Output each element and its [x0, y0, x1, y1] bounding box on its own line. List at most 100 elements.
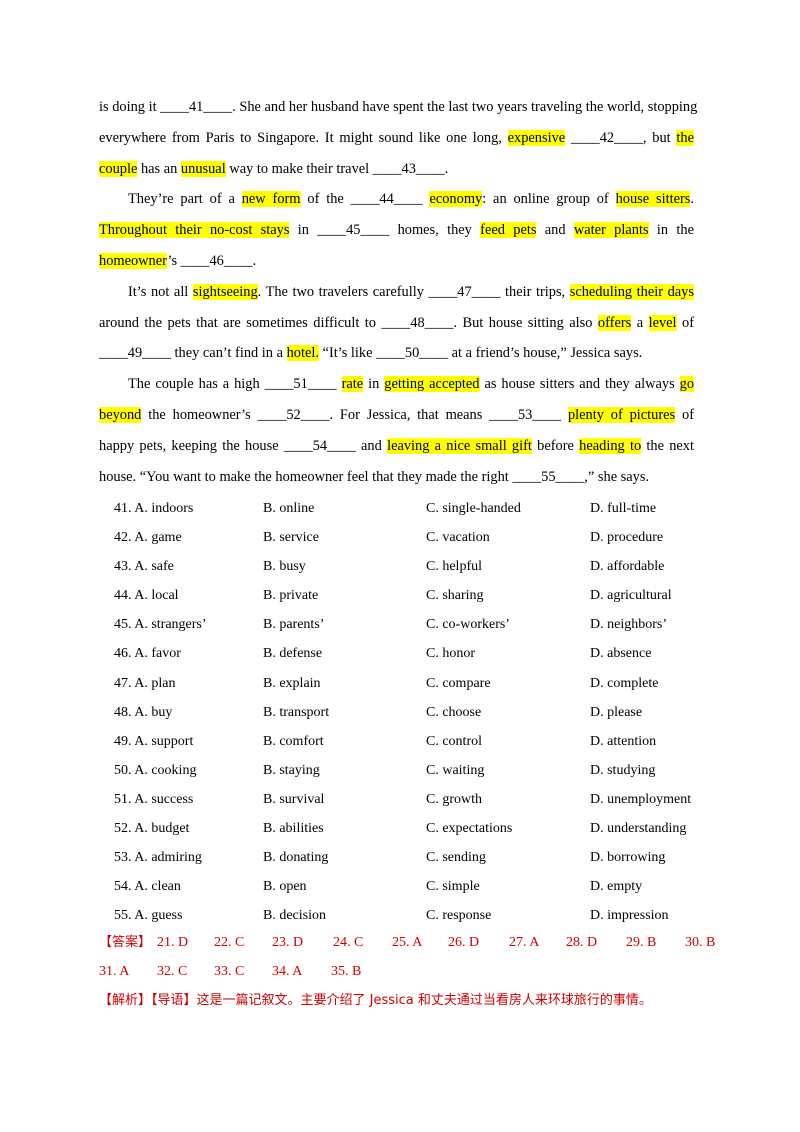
- option-b: B. survival: [263, 791, 325, 807]
- passage-text: .: [690, 191, 695, 208]
- option-d: D. unemployment: [590, 791, 692, 807]
- option-d: D. understanding: [590, 821, 687, 837]
- option-d: D. please: [590, 704, 643, 720]
- option-d: D. attention: [590, 733, 657, 749]
- highlighted-phrase: water plants: [573, 222, 649, 239]
- option-c: C. sharing: [426, 588, 484, 604]
- highlighted-phrase: expensive: [507, 129, 566, 146]
- answer-item: 34. A: [272, 964, 303, 979]
- option-a: 49. A. support: [114, 733, 194, 749]
- highlighted-phrase: economy: [429, 191, 483, 208]
- option-a: 48. A. buy: [114, 704, 173, 720]
- option-b: B. busy: [263, 559, 306, 575]
- option-a: 53. A. admiring: [114, 850, 202, 866]
- passage-text: the next: [641, 437, 694, 454]
- answer-label: 【答案】: [99, 935, 152, 950]
- highlighted-phrase: the: [676, 129, 694, 146]
- explanation-text: 【解析】【导语】这是一篇记叙文。主要介绍了 Jessica 和丈夫通过当看房人来…: [99, 993, 652, 1008]
- option-a: 52. A. budget: [114, 821, 190, 837]
- answer-item: 25. A: [392, 935, 423, 950]
- passage-line: house. “You want to make the homeowner f…: [99, 462, 694, 493]
- passage-text: . The two travelers carefully ____47____…: [257, 283, 570, 300]
- passage-text: ____49____ they can’t find in a: [99, 345, 287, 362]
- option-d: D. impression: [590, 908, 669, 924]
- option-b: B. staying: [263, 762, 320, 778]
- option-b: B. online: [263, 501, 315, 516]
- passage-text: in: [363, 376, 385, 393]
- option-c: C. compare: [426, 675, 491, 691]
- answer-item: 32. C: [157, 964, 188, 979]
- passage-text: ’s ____46____.: [167, 252, 257, 269]
- highlighted-phrase: beyond: [99, 406, 142, 423]
- answer-item: 21. D: [157, 935, 189, 950]
- option-c: C. co-workers’: [426, 617, 510, 633]
- passage-text: as house sitters and they always: [479, 376, 680, 393]
- option-c: C. expectations: [426, 821, 513, 837]
- option-b: B. defense: [263, 646, 323, 662]
- option-b: B. transport: [263, 704, 330, 720]
- highlighted-phrase: leaving a nice small gift: [387, 437, 532, 454]
- highlighted-phrase: hotel.: [286, 345, 319, 362]
- option-c: C. honor: [426, 646, 475, 662]
- passage-text: of: [676, 314, 695, 331]
- passage-line: homeowner’s ____46____.: [99, 246, 694, 277]
- answer-item: 27. A: [509, 935, 540, 950]
- option-a: 46. A. favor: [114, 646, 181, 662]
- passage-text: house. “You want to make the homeowner f…: [99, 468, 650, 485]
- option-d: D. agricultural: [590, 588, 672, 604]
- option-b: B. abilities: [263, 821, 324, 837]
- option-c: C. sending: [426, 850, 486, 866]
- answer-item: 28. D: [566, 935, 598, 950]
- answer-key: 【答案】 21. D 22. C 23. D 24. C 25. A 26. D…: [99, 928, 719, 986]
- highlighted-phrase: house sitters: [615, 191, 691, 208]
- option-a: 51. A. success: [114, 791, 194, 807]
- option-c: C. response: [426, 908, 492, 924]
- highlighted-phrase: couple: [99, 160, 138, 177]
- answer-row-1: 【答案】 21. D 22. C 23. D 24. C 25. A 26. D…: [99, 928, 719, 957]
- passage-line: is doing it ____41____. She and her husb…: [99, 92, 697, 123]
- option-d: D. affordable: [590, 559, 665, 575]
- highlighted-phrase: feed pets: [480, 222, 537, 239]
- option-c: C. growth: [426, 791, 482, 807]
- option-d: D. studying: [590, 762, 656, 778]
- option-a: 44. A. local: [114, 588, 179, 604]
- option-d: D. absence: [590, 646, 652, 662]
- highlighted-phrase: unusual: [180, 160, 226, 177]
- option-c: C. helpful: [426, 559, 482, 575]
- option-a: 43. A. safe: [114, 559, 174, 575]
- passage-line: beyond the homeowner’s ____52____. For J…: [99, 400, 694, 431]
- highlighted-phrase: new form: [241, 191, 301, 208]
- highlighted-phrase: rate: [341, 376, 364, 393]
- option-b: B. donating: [263, 850, 329, 866]
- option-a: 50. A. cooking: [114, 762, 197, 778]
- passage-text: the homeowner’s ____52____. For Jessica,…: [141, 406, 568, 423]
- answer-item: 22. C: [214, 935, 245, 950]
- highlighted-phrase: Throughout their no-cost stays: [99, 222, 290, 239]
- option-c: C. choose: [426, 704, 482, 720]
- highlighted-phrase: getting accepted: [384, 376, 480, 393]
- passage-text: happy pets, keeping the house ____54____…: [99, 437, 388, 454]
- highlighted-phrase: level: [648, 314, 677, 331]
- option-a: 54. A. clean: [114, 879, 181, 895]
- highlighted-phrase: homeowner: [99, 252, 168, 269]
- option-d: D. full-time: [590, 501, 657, 516]
- answer-item: 26. D: [448, 935, 480, 950]
- passage-line: The couple has a high ____51____ rate in…: [99, 369, 695, 400]
- passage-text: in the: [648, 222, 694, 239]
- passage-line: They’re part of a new form of the ____44…: [99, 184, 694, 215]
- option-a: 47. A. plan: [114, 675, 176, 691]
- passage-text: around the pets that are sometimes diffi…: [99, 314, 598, 331]
- option-d: D. procedure: [590, 530, 664, 546]
- passage-text: They’re part of a: [128, 191, 242, 208]
- passage-text: in ____45____ homes, they: [289, 222, 481, 239]
- highlighted-phrase: sightseeing: [192, 283, 258, 300]
- answer-item: 35. B: [331, 964, 362, 979]
- highlighted-phrase: go: [679, 376, 695, 393]
- highlighted-phrase: offers: [597, 314, 632, 331]
- option-a: 45. A. strangers’: [114, 617, 207, 633]
- passage-line: It’s not all sightseeing. The two travel…: [99, 277, 694, 308]
- answer-item: 31. A: [99, 964, 130, 979]
- option-c: C. waiting: [426, 762, 485, 778]
- answer-item: 24. C: [333, 935, 364, 950]
